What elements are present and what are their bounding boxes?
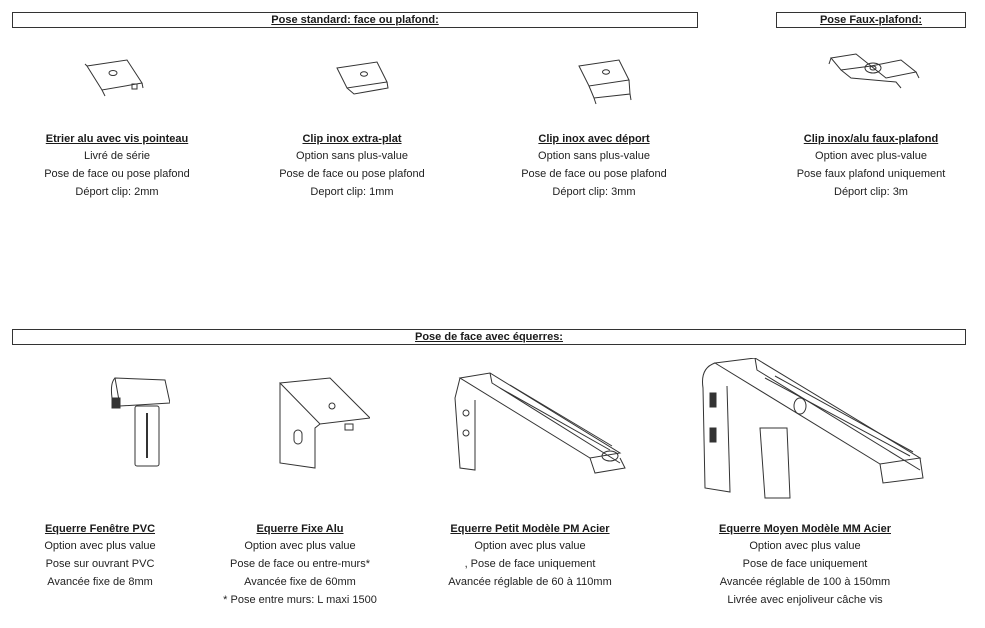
product-line: Option avec plus value: [44, 540, 156, 552]
product-line: Deport clip: 1mm: [310, 186, 394, 198]
product-line: Option avec plus-value: [815, 150, 927, 162]
section-title-equerres: Pose de face avec équerres:: [415, 331, 563, 343]
product-card-equerre-pm: Equerre Petit Modèle PM Acier Option ave…: [420, 358, 640, 591]
product-line: * Pose entre murs: L maxi 1500: [223, 594, 377, 606]
product-card-etrier: Etrier alu avec vis pointeau Livré de sé…: [17, 48, 217, 201]
product-title: Equerre Petit Modèle PM Acier: [450, 523, 610, 535]
product-line: Livré de série: [83, 150, 151, 162]
product-line: Option avec plus value: [749, 540, 861, 552]
product-title: Etrier alu avec vis pointeau: [45, 133, 189, 145]
product-line: Déport clip: 3m: [834, 186, 908, 198]
product-card-equerre-alu: Equerre Fixe Alu Option avec plus value …: [200, 358, 400, 609]
ceiling-clip-icon: [811, 48, 931, 128]
product-line: Pose de face ou pose plafond: [521, 168, 667, 180]
product-card-equerre-pvc: Equerre Fenêtre PVC Option avec plus val…: [0, 358, 200, 591]
product-line: Avancée réglable de 100 à 150mm: [719, 576, 891, 588]
product-line: Option sans plus-value: [296, 150, 408, 162]
alu-bracket-icon: [230, 358, 372, 518]
etrier-bracket-icon: [57, 48, 177, 128]
product-line: Avancée réglable de 60 à 110mm: [448, 576, 612, 588]
section-header-standard: Pose standard: face ou plafond:: [12, 12, 698, 28]
product-title: Equerre Fenêtre PVC: [44, 523, 156, 535]
product-line: Déport clip: 2mm: [75, 186, 159, 198]
product-line: Pose de face ou entre-murs*: [229, 558, 371, 570]
product-line: Pose de face uniquement: [742, 558, 868, 570]
section-header-equerres: Pose de face avec équerres:: [12, 329, 966, 345]
product-line: Option sans plus-value: [538, 150, 650, 162]
product-title: Clip inox avec déport: [538, 133, 650, 145]
product-line: , Pose de face uniquement: [464, 558, 596, 570]
product-card-equerre-mm: Equerre Moyen Modèle MM Acier Option ave…: [680, 357, 930, 609]
pvc-bracket-icon: [30, 358, 171, 518]
product-line: Pose de face ou pose plafond: [279, 168, 425, 180]
section-header-faux-plafond: Pose Faux-plafond:: [776, 12, 966, 28]
small-steel-bracket-icon: [430, 358, 630, 518]
product-line: Livrée avec enjoliveur câche vis: [727, 594, 883, 606]
product-line: Pose sur ouvrant PVC: [45, 558, 155, 570]
medium-steel-bracket-icon: [685, 357, 925, 518]
section-title-standard: Pose standard: face ou plafond:: [271, 14, 439, 26]
product-line: Déport clip: 3mm: [552, 186, 636, 198]
product-card-clip-faux-plafond: Clip inox/alu faux-plafond Option avec p…: [771, 48, 971, 201]
product-line: Option avec plus value: [244, 540, 356, 552]
product-line: Avancée fixe de 60mm: [244, 576, 356, 588]
product-line: Pose faux plafond uniquement: [796, 168, 946, 180]
product-line: Option avec plus value: [474, 540, 586, 552]
product-line: Avancée fixe de 8mm: [47, 576, 153, 588]
product-title: Clip inox extra-plat: [302, 133, 402, 145]
flat-clip-icon: [292, 48, 412, 128]
section-title-faux-plafond: Pose Faux-plafond:: [819, 14, 923, 26]
product-title: Equerre Moyen Modèle MM Acier: [719, 523, 891, 535]
product-title: Clip inox/alu faux-plafond: [803, 133, 939, 145]
product-card-clip-deport: Clip inox avec déport Option sans plus-v…: [494, 48, 694, 201]
product-card-clip-extra-plat: Clip inox extra-plat Option sans plus-va…: [252, 48, 452, 201]
offset-clip-icon: [534, 48, 654, 128]
product-line: Pose de face ou pose plafond: [44, 168, 190, 180]
product-title: Equerre Fixe Alu: [256, 523, 344, 535]
